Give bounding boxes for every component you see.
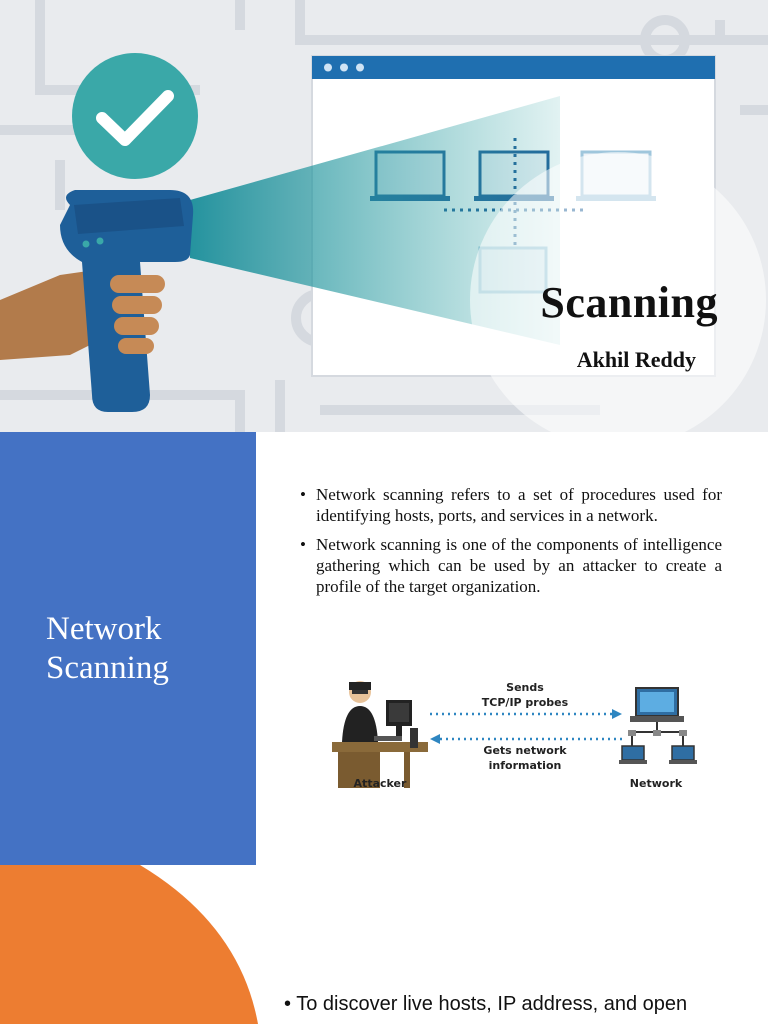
title-panel: Network Scanning: [0, 432, 256, 865]
bullet-text: To discover live hosts, IP address, and …: [296, 993, 688, 1015]
sends-arrow: [430, 709, 622, 719]
gets-arrow: [430, 734, 622, 744]
gets-label: Gets network information: [470, 743, 580, 773]
gets-label-line2: information: [488, 759, 562, 772]
attacker-label: Attacker: [353, 777, 407, 790]
bullet-text: Network scanning refers to a set of proc…: [316, 485, 722, 525]
network-icon: [619, 687, 697, 764]
slide-title: Scanning: [540, 278, 718, 327]
network-label: Network: [629, 777, 683, 790]
author-name: Akhil Reddy: [576, 347, 696, 372]
sends-label: Sends TCP/IP probes: [470, 680, 580, 710]
barcode-scanner-icon: [0, 190, 194, 412]
bullet-icon: •: [300, 535, 306, 554]
title-illustration: [0, 0, 768, 432]
diagram-graphics: [332, 681, 697, 788]
checkmark-icon: [72, 53, 198, 179]
orange-shape: [0, 865, 258, 1024]
list-item: • Network scanning refers to a set of pro…: [300, 484, 722, 526]
bullet-list: • Network scanning refers to a set of pro…: [300, 484, 722, 605]
highlight-circle: [470, 152, 766, 432]
scanner-beam: [190, 96, 560, 345]
bullet-text: Network scanning is one of the component…: [316, 535, 722, 596]
attacker-icon: [332, 681, 428, 788]
gets-label-line1: Gets network: [483, 744, 567, 757]
sends-label-line1: Sends: [506, 681, 544, 694]
network-scanning-slide: Network Scanning • Network scanning refer…: [0, 432, 768, 865]
scanning-diagram: Sends TCP/IP probes Gets network informa…: [330, 670, 710, 800]
bullet-icon: •: [284, 993, 297, 1015]
sends-label-line2: TCP/IP probes: [481, 696, 569, 709]
list-item: • To discover live hosts, IP address, an…: [284, 993, 687, 1016]
list-item: • Network scanning is one of the componen…: [300, 534, 722, 597]
panel-title-line1: Network: [46, 611, 162, 647]
panel-title-line2: Scanning: [46, 650, 169, 686]
discovery-slide: • To discover live hosts, IP address, an…: [0, 865, 768, 1024]
title-slide: Scanning Akhil Reddy: [0, 0, 768, 432]
panel-title: Network Scanning: [46, 610, 246, 688]
bullet-icon: •: [300, 485, 306, 504]
